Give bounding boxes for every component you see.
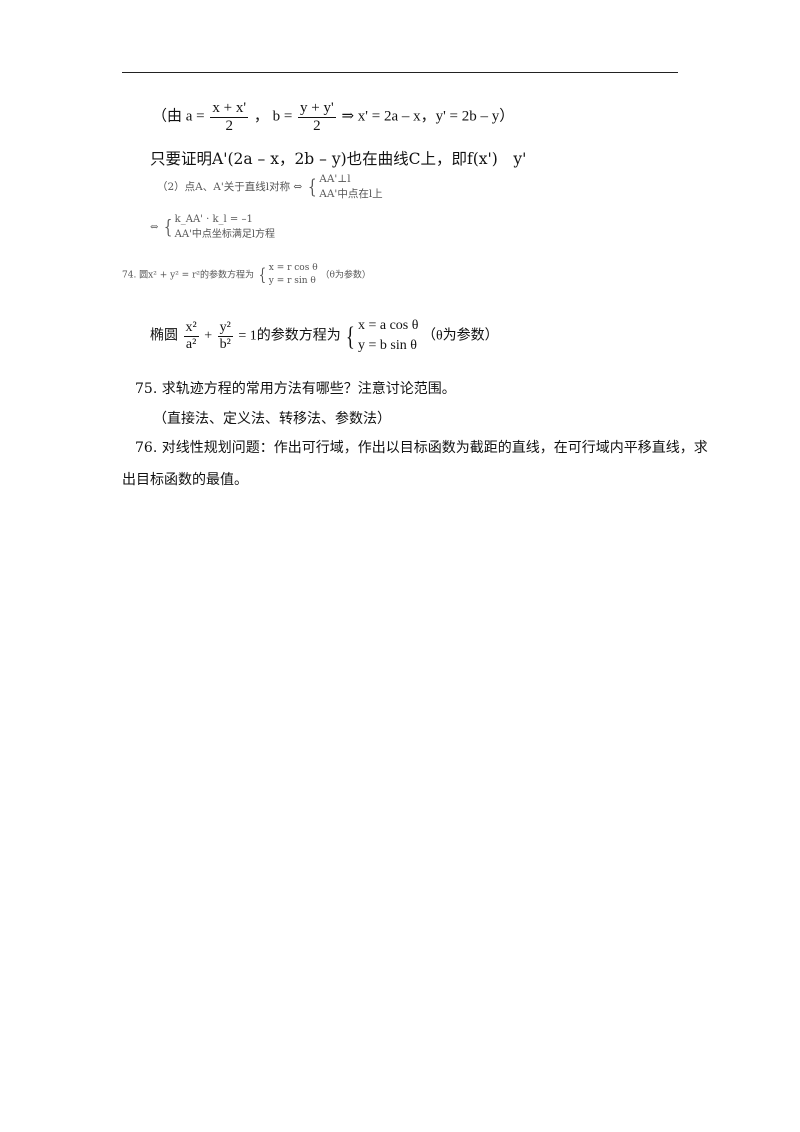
item-74: 74. 圆x² + y² = r²的参数方程为 { x = r cos θ y …: [122, 262, 371, 288]
ellipse-row-2: y = b sin θ: [357, 338, 417, 354]
symmetry-lead: （2）点A、A'关于直线l对称 ⇔: [157, 181, 303, 194]
brace-icon: {: [346, 321, 356, 351]
slope-condition: ⇔ { k_AA' · k_l = –1 AA'中点坐标满足l方程: [150, 213, 275, 242]
brace-icon: {: [307, 174, 317, 199]
prove-statement: 只要证明A'(2a – x，2b – y)也在曲线C上，即f(x') y': [150, 150, 527, 168]
fraction-y-denominator: 2: [313, 117, 321, 134]
implies-expression: ⇒ x' = 2a – x，y' = 2b – y）: [341, 108, 515, 125]
x2-numerator: x²: [183, 320, 199, 337]
item-74-tail: （θ为参数）: [320, 270, 371, 281]
ellipse-equals: = 1的参数方程为: [238, 328, 341, 344]
item-76-line-2: 出目标函数的最值。: [122, 472, 248, 488]
symmetry-condition: （2）点A、A'关于直线l对称 ⇔ { AA'⊥l AA'中点在l上: [157, 172, 383, 202]
b2-denominator: b²: [219, 336, 231, 352]
symmetry-system: { AA'⊥l AA'中点在l上: [306, 172, 383, 202]
item-76-line-1: 76. 对线性规划问题：作出可行域，作出以目标函数为截距的直线，在可行域内平移直…: [135, 440, 708, 456]
a2-denominator: a²: [185, 336, 197, 352]
slope-system: { k_AA' · k_l = –1 AA'中点坐标满足l方程: [162, 213, 275, 242]
fraction-x-denominator: 2: [225, 117, 233, 134]
fraction-y-numerator: y + y': [298, 100, 336, 118]
b-equals: b =: [272, 108, 293, 125]
slope-row-1: k_AA' · k_l = –1: [174, 214, 253, 225]
midpoint-formula-line: （由 a = x + x' 2 ， b = y + y' 2 ⇒ x' = 2a…: [152, 100, 514, 134]
item-74-lead: 74. 圆x² + y² = r²的参数方程为: [122, 270, 254, 281]
symmetry-row-1: AA'⊥l: [319, 173, 351, 185]
ellipse-tail: （θ为参数）: [421, 328, 499, 344]
item-75-question: 75. 求轨迹方程的常用方法有哪些？注意讨论范围。: [135, 381, 456, 397]
circle-param-system: { x = r cos θ y = r sin θ: [257, 262, 318, 288]
comma: ，: [253, 108, 269, 125]
ellipse-row-1: x = a cos θ: [357, 318, 419, 333]
fraction-x-numerator: x + x': [210, 100, 249, 118]
symmetry-row-2: AA'中点在l上: [319, 188, 383, 201]
y2-numerator: y²: [217, 320, 233, 337]
circle-row-2: y = r sin θ: [268, 276, 316, 287]
equivalent-arrow: ⇔: [150, 222, 159, 233]
ellipse-lead: 椭圆: [150, 328, 178, 344]
slope-row-2: AA'中点坐标满足l方程: [174, 228, 276, 240]
fraction-x: x + x' 2: [210, 100, 249, 134]
fraction-y2-b2: y² b²: [217, 320, 233, 352]
fraction-x2-a2: x² a²: [183, 320, 199, 352]
item-75-answer: （直接法、定义法、转移法、参数法）: [153, 411, 391, 427]
ellipse-parametric: 椭圆 x² a² + y² b² = 1的参数方程为 { x = a cos θ…: [150, 316, 499, 357]
ellipse-param-system: { x = a cos θ y = b sin θ: [344, 316, 418, 357]
fraction-y: y + y' 2: [298, 100, 336, 134]
header-rule: [122, 72, 678, 73]
circle-row-1: x = r cos θ: [268, 263, 318, 273]
paren-open: （由: [152, 108, 183, 125]
brace-icon: {: [258, 264, 267, 285]
brace-icon: {: [163, 216, 172, 238]
plus-sign: +: [204, 328, 213, 344]
a-equals: a =: [185, 108, 205, 125]
